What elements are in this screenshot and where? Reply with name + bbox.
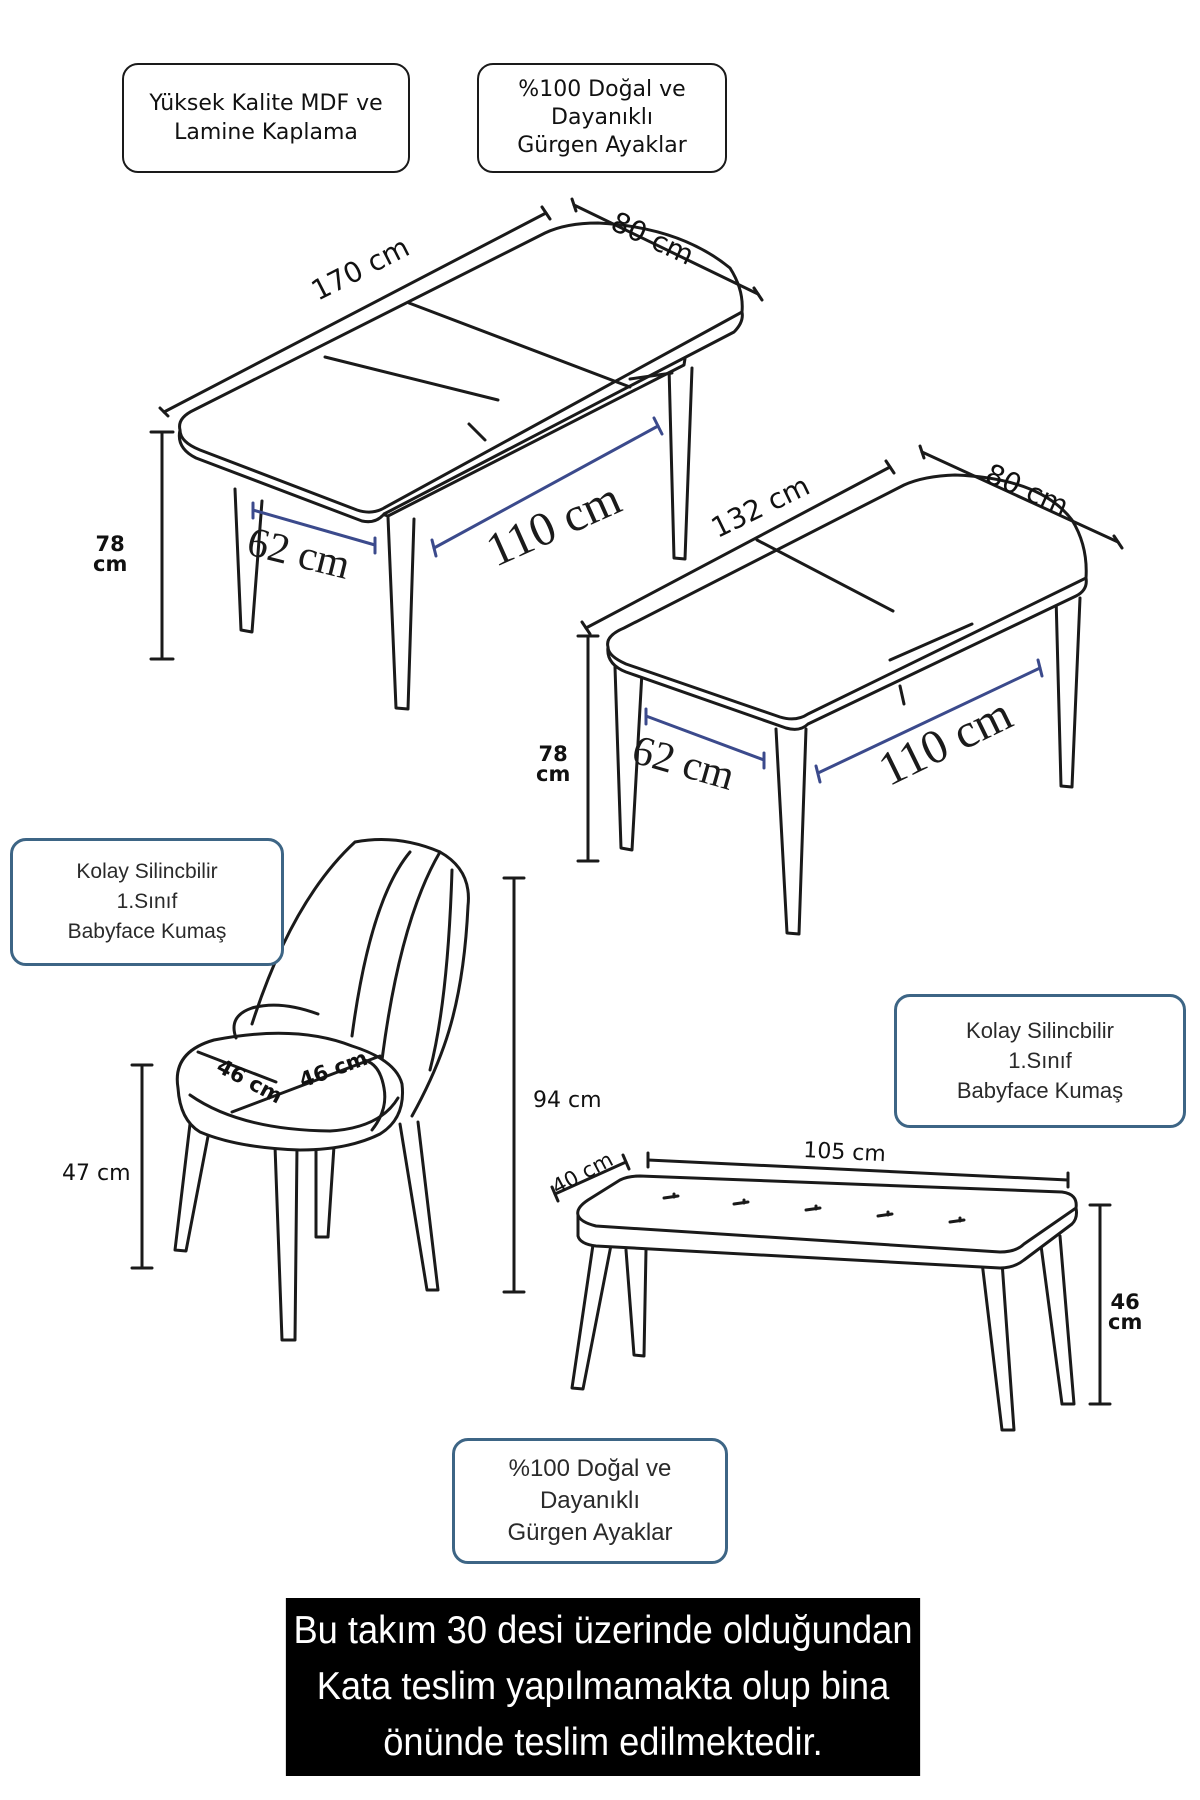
callout-line: Lamine Kaplama <box>174 120 358 145</box>
callout-line: Gürgen Ayaklar <box>517 133 687 158</box>
callout-mdf-laminate: Yüksek Kalite MDF ve Lamine Kaplama <box>122 63 410 173</box>
callout-line: 1.Sınıf <box>1008 1048 1072 1073</box>
closed-table-drawing <box>576 444 1124 936</box>
height-unit: cm <box>93 552 128 576</box>
callout-fabric-chair: Kolay Silincbilir 1.Sınıf Babyface Kumaş <box>10 838 284 966</box>
height-value: 78 <box>538 742 568 766</box>
callout-line: Dayanıklı <box>539 1487 641 1514</box>
height-value: 78 <box>95 532 125 556</box>
notice-line: önünde teslim edilmektedir. <box>383 1721 823 1764</box>
notice-line: Bu takım 30 desi üzerinde olduğundan <box>293 1609 913 1652</box>
height-unit: cm <box>536 762 571 786</box>
callout-line: Yüksek Kalite MDF ve <box>149 91 383 116</box>
table-closed-height-label: 78 cm <box>536 742 571 786</box>
callout-fabric-bench: Kolay Silincbilir 1.Sınıf Babyface Kumaş <box>894 994 1186 1128</box>
bench-length-label: 105 cm <box>802 1138 887 1168</box>
callout-beech-legs-top: %100 Doğal ve Dayanıklı Gürgen Ayaklar <box>477 63 727 173</box>
chair-seat-height-label: 47 cm <box>62 1161 131 1186</box>
callout-line: Babyface Kumaş <box>956 1078 1124 1103</box>
callout-line: %100 Doğal ve <box>508 1455 672 1482</box>
extended-table-drawing <box>149 197 764 711</box>
callout-line: Kolay Silincbilir <box>76 860 218 883</box>
callout-line: Kolay Silincbilir <box>966 1018 1114 1043</box>
table-extended-height-label: 78 cm <box>93 532 128 576</box>
delivery-notice: Bu takım 30 desi üzerinde olduğundan Kat… <box>285 1598 921 1776</box>
height-value: 46 <box>1110 1290 1140 1314</box>
callout-line: %100 Doğal ve <box>518 77 686 102</box>
callout-line: Gürgen Ayaklar <box>507 1519 673 1546</box>
bench-drawing <box>550 1151 1112 1432</box>
bench-height-label: 46 cm <box>1108 1290 1143 1334</box>
callout-line: 1.Sınıf <box>116 890 178 913</box>
height-unit: cm <box>1108 1310 1143 1334</box>
notice-line: Kata teslim yapılmamakta olup bina <box>316 1665 890 1708</box>
callout-line: Babyface Kumaş <box>67 920 227 943</box>
callout-line: Dayanıklı <box>551 105 653 130</box>
chair-drawing <box>130 838 526 1342</box>
chair-total-height-label: 94 cm <box>533 1088 602 1113</box>
callout-beech-legs-bottom: %100 Doğal ve Dayanıklı Gürgen Ayaklar <box>452 1438 728 1564</box>
